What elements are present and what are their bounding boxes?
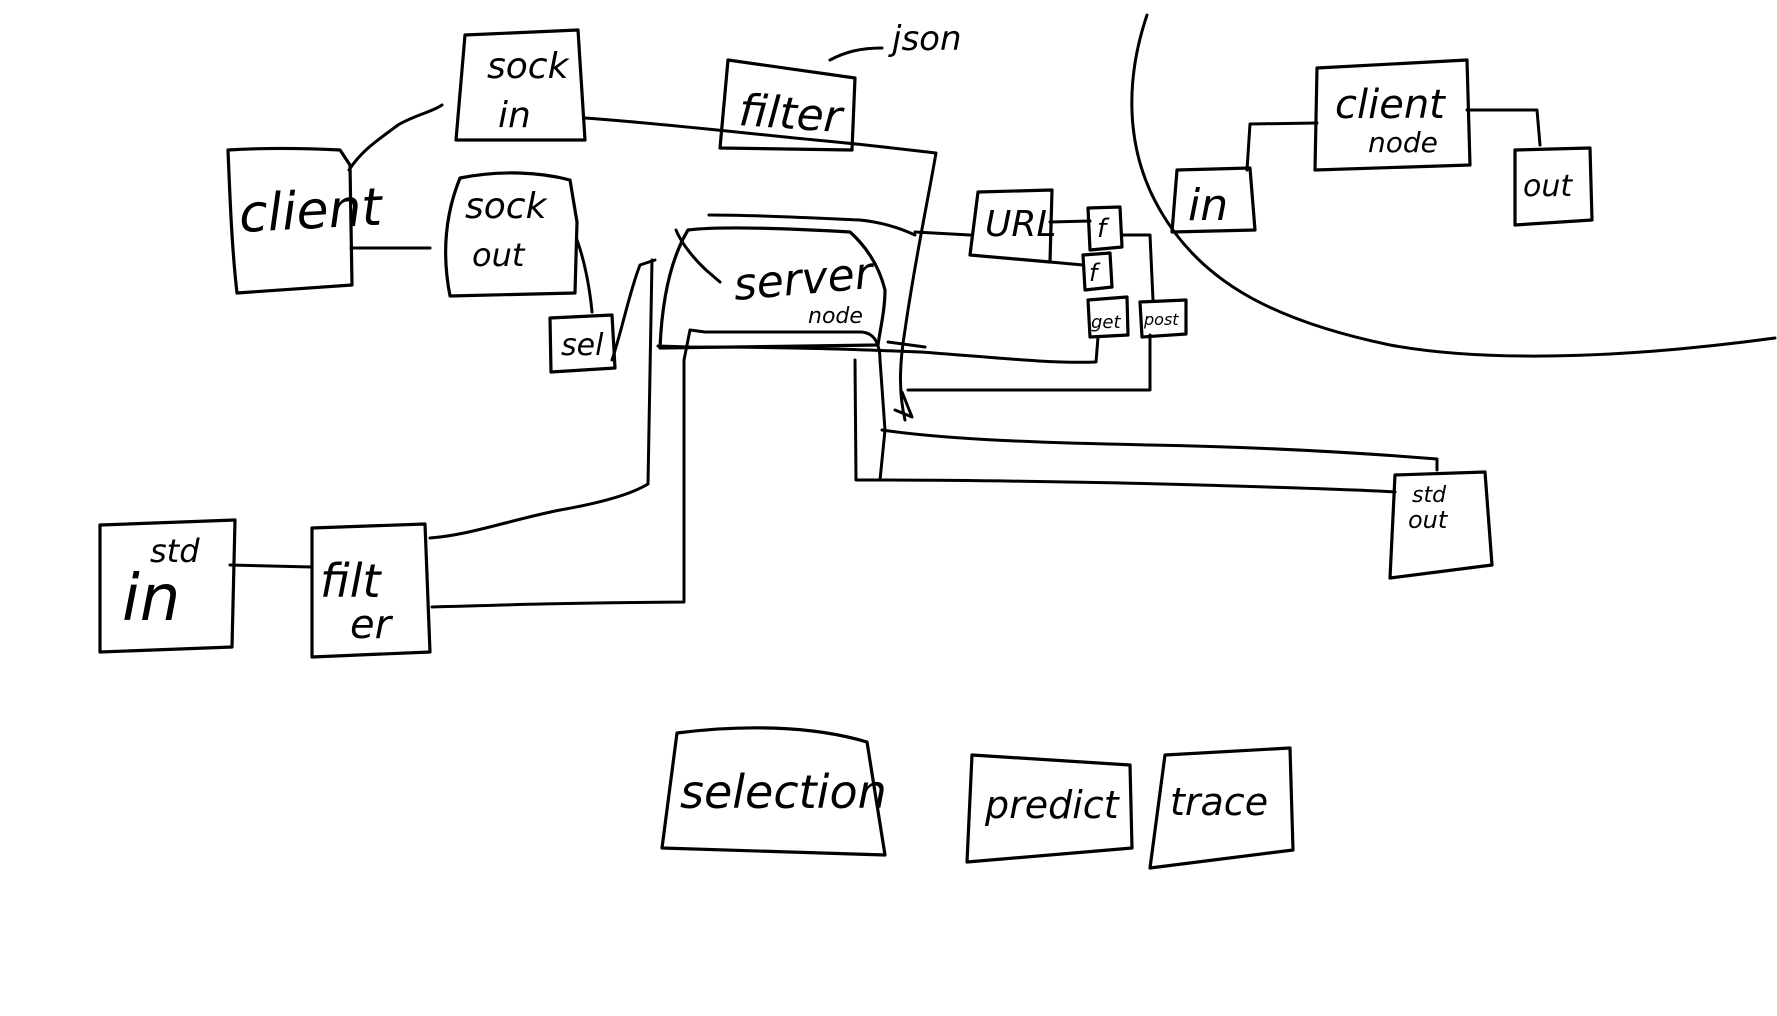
label-sel: sel (561, 328, 604, 363)
node-filter-top (718, 58, 857, 152)
labels: client sock in sock out filter json URL … (122, 19, 1573, 827)
label-server: server (732, 248, 878, 311)
edge-server-bump (674, 228, 722, 284)
node-client-node (1313, 58, 1472, 172)
label-cn-out: out (1523, 169, 1573, 204)
node-trace (1148, 746, 1295, 870)
edge-json-note (828, 46, 884, 62)
edge-arrow-cross (886, 340, 927, 349)
edge-sockin-filter (583, 116, 938, 422)
edge-f1-post (1120, 233, 1155, 302)
node-predict (965, 753, 1134, 864)
edge-arrow-down (893, 390, 914, 419)
edge-sockout-sel (575, 238, 594, 314)
node-post (1138, 298, 1188, 339)
node-sock-in (454, 28, 587, 142)
edge-clientnode-in (1245, 121, 1319, 172)
edge-post-return (906, 333, 1152, 392)
label-sock-out-2: out (472, 236, 526, 274)
node-sock-out (444, 171, 579, 298)
label-client-node-1: client (1335, 82, 1446, 128)
node-selection (660, 726, 887, 857)
edge-clientnode-out (1465, 108, 1542, 147)
node-f1 (1086, 205, 1124, 252)
label-json: json (888, 19, 962, 59)
label-sock-in-2: in (498, 95, 531, 136)
label-std-in-in: in (122, 562, 180, 636)
edge-server-url (913, 230, 972, 237)
edge-filter-server-a (428, 258, 654, 540)
label-predict: predict (984, 783, 1121, 827)
node-filter-bottom (310, 522, 432, 659)
edge-server-stdout-1 (880, 428, 1439, 472)
label-cn-in: in (1188, 180, 1228, 231)
node-std-out (1388, 470, 1494, 580)
label-std-out-1: std (1412, 483, 1447, 508)
label-server-node: node (808, 304, 863, 329)
node-get (1086, 295, 1130, 339)
node-std-in (98, 518, 237, 654)
edge-url-f1 (1048, 219, 1092, 224)
node-client (226, 146, 354, 295)
label-client-node-2: node (1368, 126, 1438, 159)
boundary-curve (1130, 13, 1777, 358)
label-f2: f (1089, 259, 1101, 287)
label-post: post (1143, 310, 1179, 329)
node-cn-out (1513, 146, 1594, 227)
edge-url-f2 (1048, 260, 1085, 267)
label-std-out-2: out (1408, 506, 1449, 534)
node-url (968, 188, 1054, 264)
label-sock-in-1: sock (487, 46, 571, 87)
label-url: URL (985, 204, 1056, 245)
label-filter-top: filter (737, 85, 846, 143)
node-sel (548, 313, 617, 374)
node-server (658, 226, 887, 350)
label-std-in-std: std (150, 532, 200, 570)
connectors (228, 13, 1777, 609)
edge-filter-server-b (430, 328, 887, 609)
edge-client-sockin (347, 103, 444, 172)
label-client: client (238, 178, 385, 245)
label-trace: trace (1170, 780, 1268, 824)
node-f2 (1081, 251, 1114, 292)
label-selection: selection (680, 765, 887, 819)
label-filter-bottom-1: filt (320, 554, 382, 608)
label-sock-out-1: sock (465, 186, 549, 227)
label-filter-bottom-2: er (350, 602, 394, 648)
edge-server-stdout-2 (853, 358, 1397, 494)
edge-sel-server (610, 258, 657, 362)
label-f1: f (1097, 214, 1110, 244)
edge-server-top (707, 213, 917, 237)
edge-stdin-filter (228, 563, 314, 569)
label-get: get (1091, 312, 1122, 333)
boxes (98, 28, 1594, 870)
node-cn-in (1170, 166, 1257, 234)
